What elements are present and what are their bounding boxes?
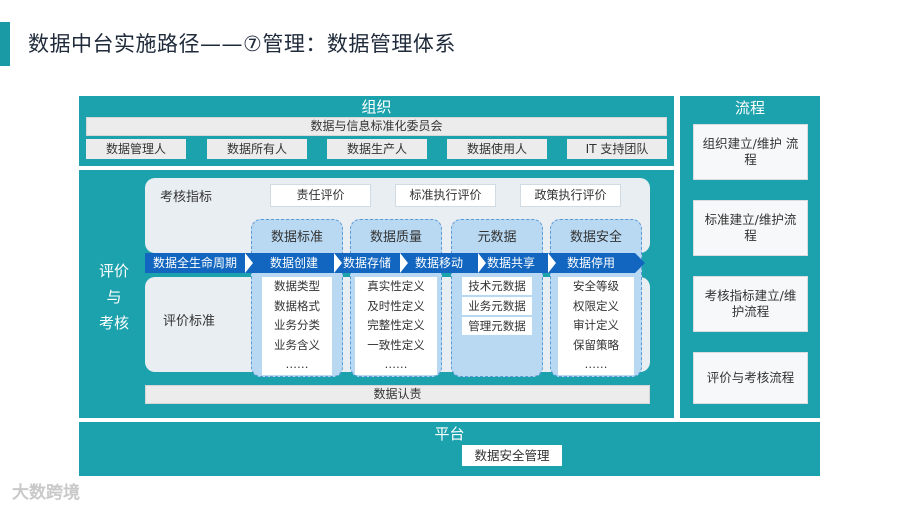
- card-title-data-security: 数据安全: [569, 230, 622, 245]
- list-data-standard: 数据类型 数据格式 业务分类 业务含义 ……: [262, 277, 332, 375]
- side-label-line-2: 与: [106, 288, 122, 306]
- list-metadata: 技术元数据 业务元数据 管理元数据: [462, 277, 532, 335]
- list-item: ……: [384, 357, 408, 371]
- list-item: 管理元数据: [462, 317, 532, 335]
- list-item: 业务含义: [274, 337, 320, 352]
- lifecycle-label: 数据全生命周期: [152, 256, 237, 270]
- standard-label: 评价标准: [163, 314, 216, 329]
- role-data-manager: 数据管理人: [86, 139, 186, 159]
- side-label-line-3: 考核: [98, 314, 129, 332]
- side-label-line-1: 评价: [98, 262, 129, 280]
- org-title: 组织: [361, 98, 392, 116]
- chevron-icon: [478, 253, 486, 273]
- stage-store: 数据存储: [342, 256, 391, 270]
- card-title-metadata: 元数据: [477, 230, 517, 245]
- list-item: 安全等级: [573, 279, 619, 293]
- chevron-icon: [400, 253, 408, 273]
- list-item: 数据格式: [274, 298, 320, 313]
- list-item: 权限定义: [573, 298, 619, 313]
- process-kpi-maintenance: 考核指标建立/维护流程: [693, 276, 808, 332]
- page-title: 数据中台实施路径——⑦管理：数据管理体系: [28, 32, 456, 56]
- lifecycle-band: [145, 253, 635, 273]
- role-it-support: IT 支持团队: [567, 139, 667, 159]
- list-item: 及时性定义: [367, 298, 425, 313]
- list-item: 完整性定义: [367, 318, 425, 332]
- stage-move: 数据移动: [414, 256, 463, 270]
- list-data-security: 安全等级 权限定义 审计定义 保留策略 ……: [558, 277, 634, 375]
- chevron-icon: [245, 253, 253, 273]
- list-item: 数据类型: [274, 279, 320, 293]
- list-item: 审计定义: [573, 318, 619, 332]
- role-data-owner: 数据所有人: [207, 139, 307, 159]
- lifecycle-arrow-head: [635, 253, 645, 273]
- kpi-responsibility: 责任评价: [270, 184, 371, 207]
- stage-share: 数据共享: [486, 256, 535, 270]
- process-org-maintenance: 组织建立/维护 流程: [693, 124, 808, 180]
- platform-security-management: 数据安全管理: [462, 445, 562, 466]
- list-item: 一致性定义: [367, 337, 425, 352]
- card-title-data-quality: 数据质量: [369, 230, 422, 245]
- platform-section: [79, 422, 820, 476]
- watermark-text: 大数跨境: [12, 483, 80, 503]
- role-data-producer: 数据生产人: [327, 139, 427, 159]
- list-item: ……: [584, 357, 608, 371]
- process-standard-maintenance: 标准建立/维护流程: [693, 200, 808, 256]
- kpi-label: 考核指标: [160, 190, 213, 205]
- evaluation-side-label: 评价 与 考核: [86, 258, 142, 336]
- chevron-icon: [334, 253, 342, 273]
- list-item: 保留策略: [573, 337, 619, 352]
- card-title-data-standard: 数据标准: [270, 230, 323, 245]
- process-title: 流程: [734, 99, 765, 117]
- stage-retire: 数据停用: [566, 256, 615, 270]
- list-item: ……: [285, 357, 309, 371]
- kpi-standard-execution: 标准执行评价: [395, 184, 496, 207]
- list-item: 业务分类: [274, 318, 320, 332]
- kpi-policy-execution: 政策执行评价: [520, 184, 621, 207]
- list-item: 业务元数据: [462, 297, 532, 315]
- platform-title: 平台: [434, 425, 465, 443]
- accountability-bar: 数据认责: [145, 385, 650, 404]
- list-item: 技术元数据: [462, 277, 532, 295]
- stage-create: 数据创建: [269, 256, 318, 270]
- process-evaluation: 评价与考核流程: [693, 352, 808, 404]
- list-item: 真实性定义: [367, 279, 425, 293]
- committee-bar: 数据与信息标准化委员会: [86, 117, 667, 136]
- role-data-user: 数据使用人: [447, 139, 547, 159]
- title-accent-bar: [0, 22, 10, 66]
- list-data-quality: 真实性定义 及时性定义 完整性定义 一致性定义 ……: [355, 277, 437, 375]
- chevron-icon: [548, 253, 556, 273]
